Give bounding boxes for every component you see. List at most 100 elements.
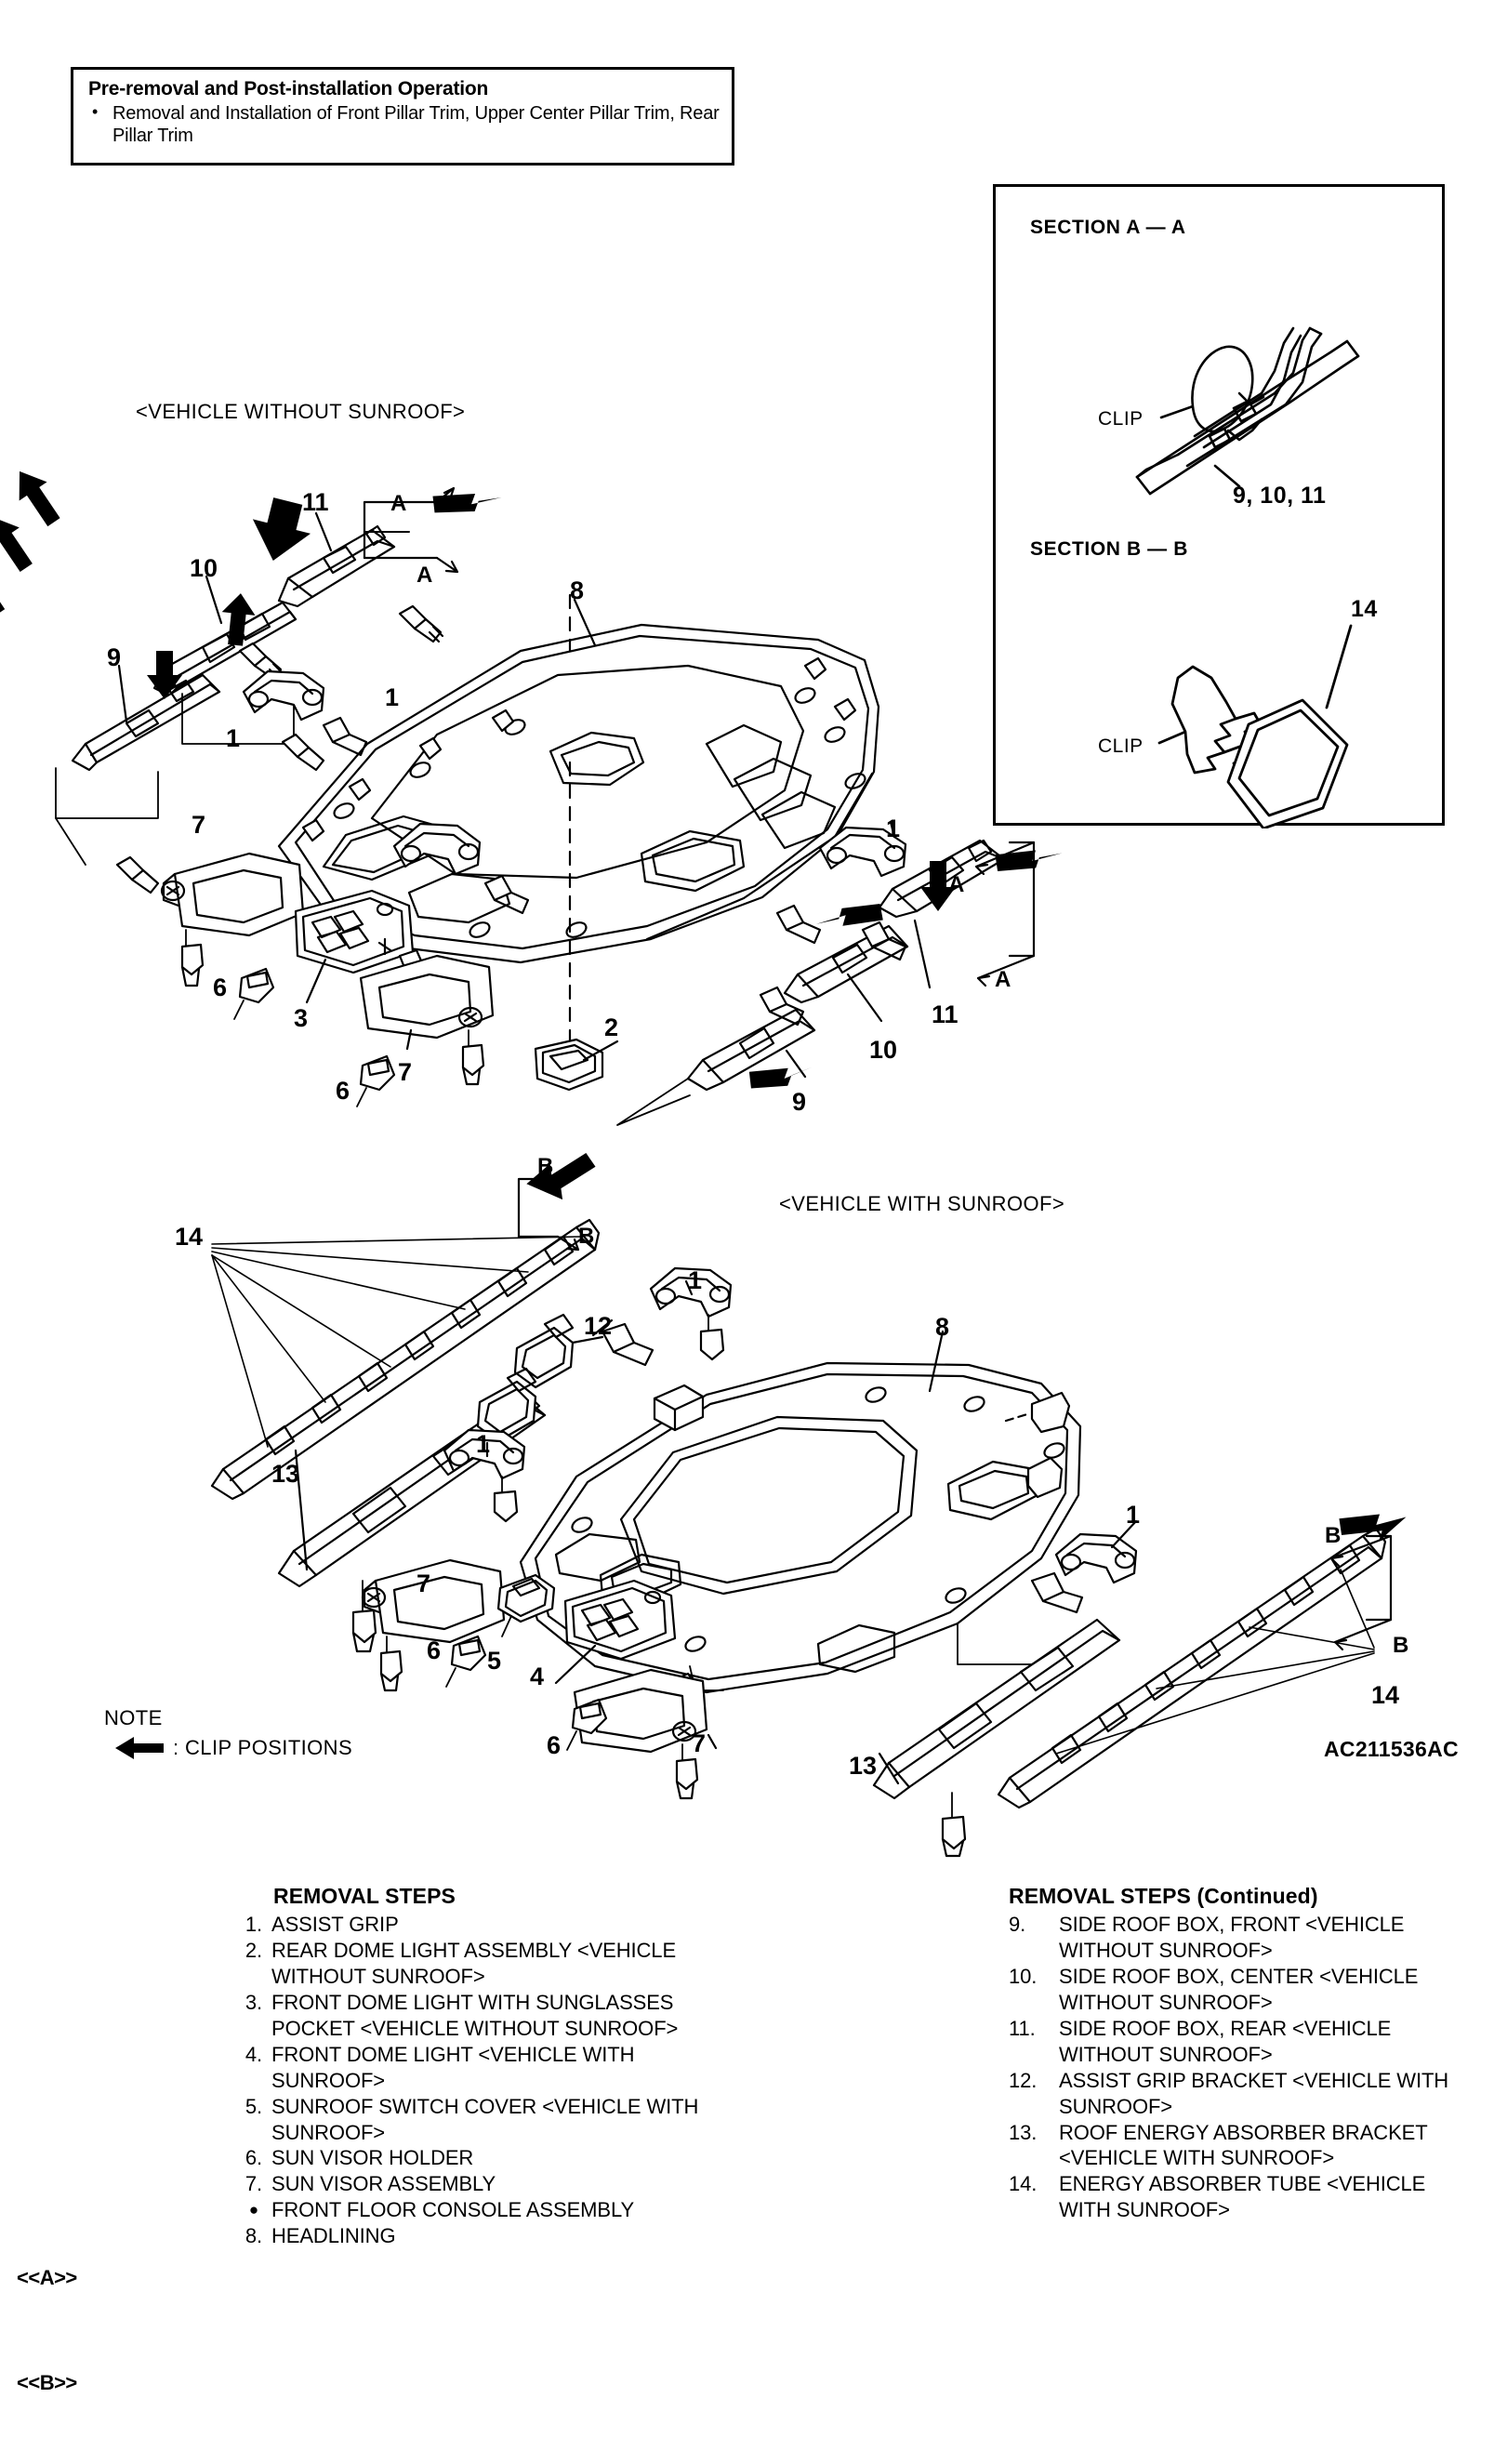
callout-6: 6 — [213, 974, 228, 1001]
variant-label-with-sunroof: <VEHICLE WITH SUNROOF> — [779, 1192, 1065, 1215]
callout-11: 11 — [932, 1000, 959, 1028]
note-legend-row: : CLIP POSITIONS — [115, 1736, 352, 1760]
removal-step-index: 5. — [245, 2094, 262, 2118]
callout-1: 1 — [1126, 1501, 1141, 1529]
removal-step-item: 9.SIDE ROOF BOX, FRONT <VEHICLE WITHOUT … — [1009, 1912, 1474, 1964]
section-letter-a: A — [948, 872, 965, 897]
removal-step-text: ROOF ENERGY ABSORBER BRACKET <VEHICLE WI… — [1059, 2120, 1428, 2170]
removal-step-text: FRONT DOME LIGHT <VEHICLE WITH SUNROOF> — [271, 2042, 635, 2092]
callout-14: 14 — [175, 1223, 204, 1251]
callout-9: 9 — [792, 1088, 807, 1116]
pre-removal-title: Pre-removal and Post-installation Operat… — [88, 78, 489, 99]
removal-step-text: SIDE ROOF BOX, CENTER <VEHICLE WITHOUT S… — [1059, 1964, 1419, 2014]
section-a-callout: 9, 10, 11 — [1233, 483, 1327, 509]
removal-step-item: 5.SUNROOF SWITCH COVER <VEHICLE WITH SUN… — [223, 2094, 744, 2146]
callout-2: 2 — [604, 1013, 619, 1041]
section-b-heading: SECTION B — B — [1030, 538, 1188, 560]
callout-10: 10 — [869, 1036, 898, 1064]
section-b-callout: 14 — [1351, 596, 1378, 622]
removal-step-index: 12. — [1009, 2068, 1038, 2092]
callout-6: 6 — [547, 1731, 562, 1759]
removal-step-text: HEADLINING — [271, 2224, 396, 2248]
callout-10: 10 — [190, 554, 218, 582]
removal-step-text: SIDE ROOF BOX, REAR <VEHICLE WITHOUT SUN… — [1059, 2016, 1392, 2066]
removal-step-index: 10. — [1009, 1964, 1038, 1988]
callout-9: 9 — [107, 643, 122, 671]
callout-8: 8 — [570, 576, 585, 604]
note-block: NOTE : CLIP POSITIONS — [104, 1706, 352, 1760]
removal-step-index: 1. — [245, 1913, 262, 1936]
clip-label-section-a: CLIP — [1098, 408, 1144, 430]
callout-11: 11 — [302, 488, 329, 516]
callout-4: 4 — [530, 1663, 545, 1690]
removal-step-item: 4. FRONT DOME LIGHT <VEHICLE WITH SUNROOF… — [223, 2042, 744, 2094]
removal-steps-right-column: REMOVAL STEPS (Continued) 9.SIDE ROOF BO… — [1009, 1884, 1474, 2223]
note-title: NOTE — [104, 1706, 163, 1729]
removal-step-item: 1. ASSIST GRIP — [223, 1912, 744, 1938]
section-letter-b: B — [1393, 1633, 1409, 1658]
section-a-illustration — [1135, 326, 1360, 496]
removal-steps-title: REMOVAL STEPS — [273, 1884, 456, 1908]
callout-12: 12 — [584, 1312, 613, 1340]
callout-6: 6 — [427, 1636, 442, 1664]
pre-removal-list: Removal and Installation of Front Pillar… — [88, 102, 721, 147]
section-letter-a: A — [390, 491, 407, 516]
drawing-code: AC211536AC — [1324, 1737, 1459, 1761]
removal-step-index: 3. — [245, 1990, 262, 2014]
callout-7: 7 — [416, 1570, 431, 1597]
section-letter-a: A — [995, 967, 1011, 992]
removal-step-text: FRONT DOME LIGHT WITH SUNGLASSES POCKET … — [271, 1990, 679, 2040]
callout-1: 1 — [476, 1430, 491, 1458]
clip-label-section-b: CLIP — [1098, 735, 1144, 757]
removal-steps-list-right: 9.SIDE ROOF BOX, FRONT <VEHICLE WITHOUT … — [1009, 1912, 1474, 2223]
section-detail-box: SECTION A — A CLIP 9, 10, 11 SECTION B —… — [993, 184, 1445, 828]
callout-1: 1 — [886, 815, 901, 842]
section-a-heading: SECTION A — A — [1030, 217, 1186, 238]
callout-6: 6 — [336, 1077, 350, 1105]
removal-steps-list-left: 1. ASSIST GRIP 2. REAR DOME LIGHT ASSEMBLY … — [223, 1912, 744, 2249]
callout-1: 1 — [385, 683, 400, 711]
left-arrow-icon — [115, 1737, 164, 1759]
section-b-illustration — [1157, 624, 1353, 828]
callout-8: 8 — [935, 1313, 950, 1341]
callout-13: 13 — [271, 1460, 300, 1488]
removal-step-text: ASSIST GRIP — [271, 1913, 399, 1936]
callout-5: 5 — [487, 1647, 502, 1675]
removal-step-index: 13. — [1009, 2120, 1038, 2144]
removal-step-index: ● — [248, 2201, 258, 2219]
removal-steps-left-column: REMOVAL STEPS 1. ASSIST GRIP 2. REAR DOME L… — [223, 1884, 744, 2249]
section-marker-a: <<A>> — [17, 2266, 77, 2289]
variant-label-without-sunroof: <VEHICLE WITHOUT SUNROOF> — [136, 400, 466, 423]
removal-step-item: 14.ENERGY ABSORBER TUBE <VEHICLE WITH SU… — [1009, 2171, 1474, 2223]
removal-step-item: 10. SIDE ROOF BOX, CENTER <VEHICLE WITHOU… — [1009, 1964, 1474, 2016]
removal-step-text: REAR DOME LIGHT ASSEMBLY <VEHICLE WITHOU… — [271, 1938, 677, 1988]
removal-step-item: 2. REAR DOME LIGHT ASSEMBLY <VEHICLE WITH… — [223, 1938, 744, 1990]
pre-removal-item: Removal and Installation of Front Pillar… — [88, 102, 721, 147]
callout-1: 1 — [688, 1266, 703, 1294]
note-legend-text: : CLIP POSITIONS — [173, 1736, 353, 1759]
pre-removal-operation-box: Pre-removal and Post-installation Operat… — [71, 67, 734, 166]
removal-step-text: SUN VISOR HOLDER — [271, 2146, 474, 2170]
removal-step-text: ENERGY ABSORBER TUBE <VEHICLE WITH SUNRO… — [1059, 2172, 1426, 2222]
removal-step-text: SUN VISOR ASSEMBLY — [271, 2172, 496, 2196]
section-letter-b: B — [578, 1224, 595, 1249]
removal-step-item: 3. FRONT DOME LIGHT WITH SUNGLASSES POCKE… — [223, 1990, 744, 2042]
removal-step-index: 6. — [245, 2146, 262, 2170]
removal-step-item: 11. SIDE ROOF BOX, REAR <VEHICLE WITHOUT … — [1009, 2016, 1474, 2068]
callout-3: 3 — [294, 1004, 309, 1032]
callout-7: 7 — [398, 1058, 413, 1086]
removal-step-index: 11. — [1009, 2016, 1036, 2040]
removal-step-index: 2. — [245, 1938, 262, 1962]
section-letter-b: B — [537, 1154, 554, 1179]
removal-step-item: 13. ROOF ENERGY ABSORBER BRACKET <VEHICLE… — [1009, 2120, 1474, 2172]
removal-step-item: ●FRONT FLOOR CONSOLE ASSEMBLY — [223, 2197, 744, 2223]
callout-7: 7 — [692, 1729, 707, 1757]
removal-step-index: 4. — [245, 2042, 262, 2066]
callout-13: 13 — [849, 1752, 878, 1780]
removal-step-item: 12.ASSIST GRIP BRACKET <VEHICLE WITH SUN… — [1009, 2068, 1474, 2120]
removal-step-index: 7. — [245, 2172, 262, 2196]
removal-step-item: 8.HEADLINING — [223, 2223, 744, 2249]
callout-14: 14 — [1371, 1681, 1400, 1709]
removal-step-item: 7. SUN VISOR ASSEMBLY — [223, 2171, 744, 2197]
removal-step-text: SIDE ROOF BOX, FRONT <VEHICLE WITHOUT SU… — [1059, 1913, 1405, 1962]
